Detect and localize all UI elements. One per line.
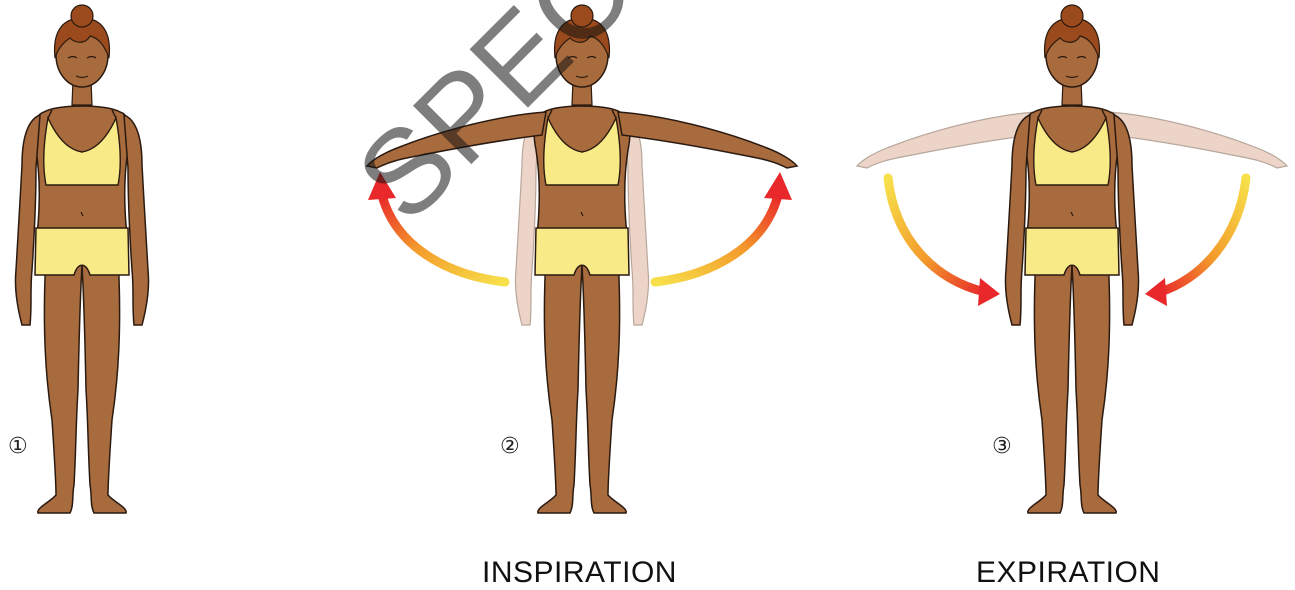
step-number-2: ② [500,434,520,459]
arrow-inspiration-right [655,172,792,282]
arrow-inspiration-left [368,172,505,282]
step-number-1: ① [8,434,28,459]
arrow-expiration-left [888,178,1000,306]
figure-standing [15,5,148,513]
caption-inspiration: INSPIRATION [482,556,677,590]
step-number-3: ③ [992,434,1012,459]
arrow-expiration-right [1145,178,1246,306]
caption-expiration: EXPIRATION [976,556,1160,590]
